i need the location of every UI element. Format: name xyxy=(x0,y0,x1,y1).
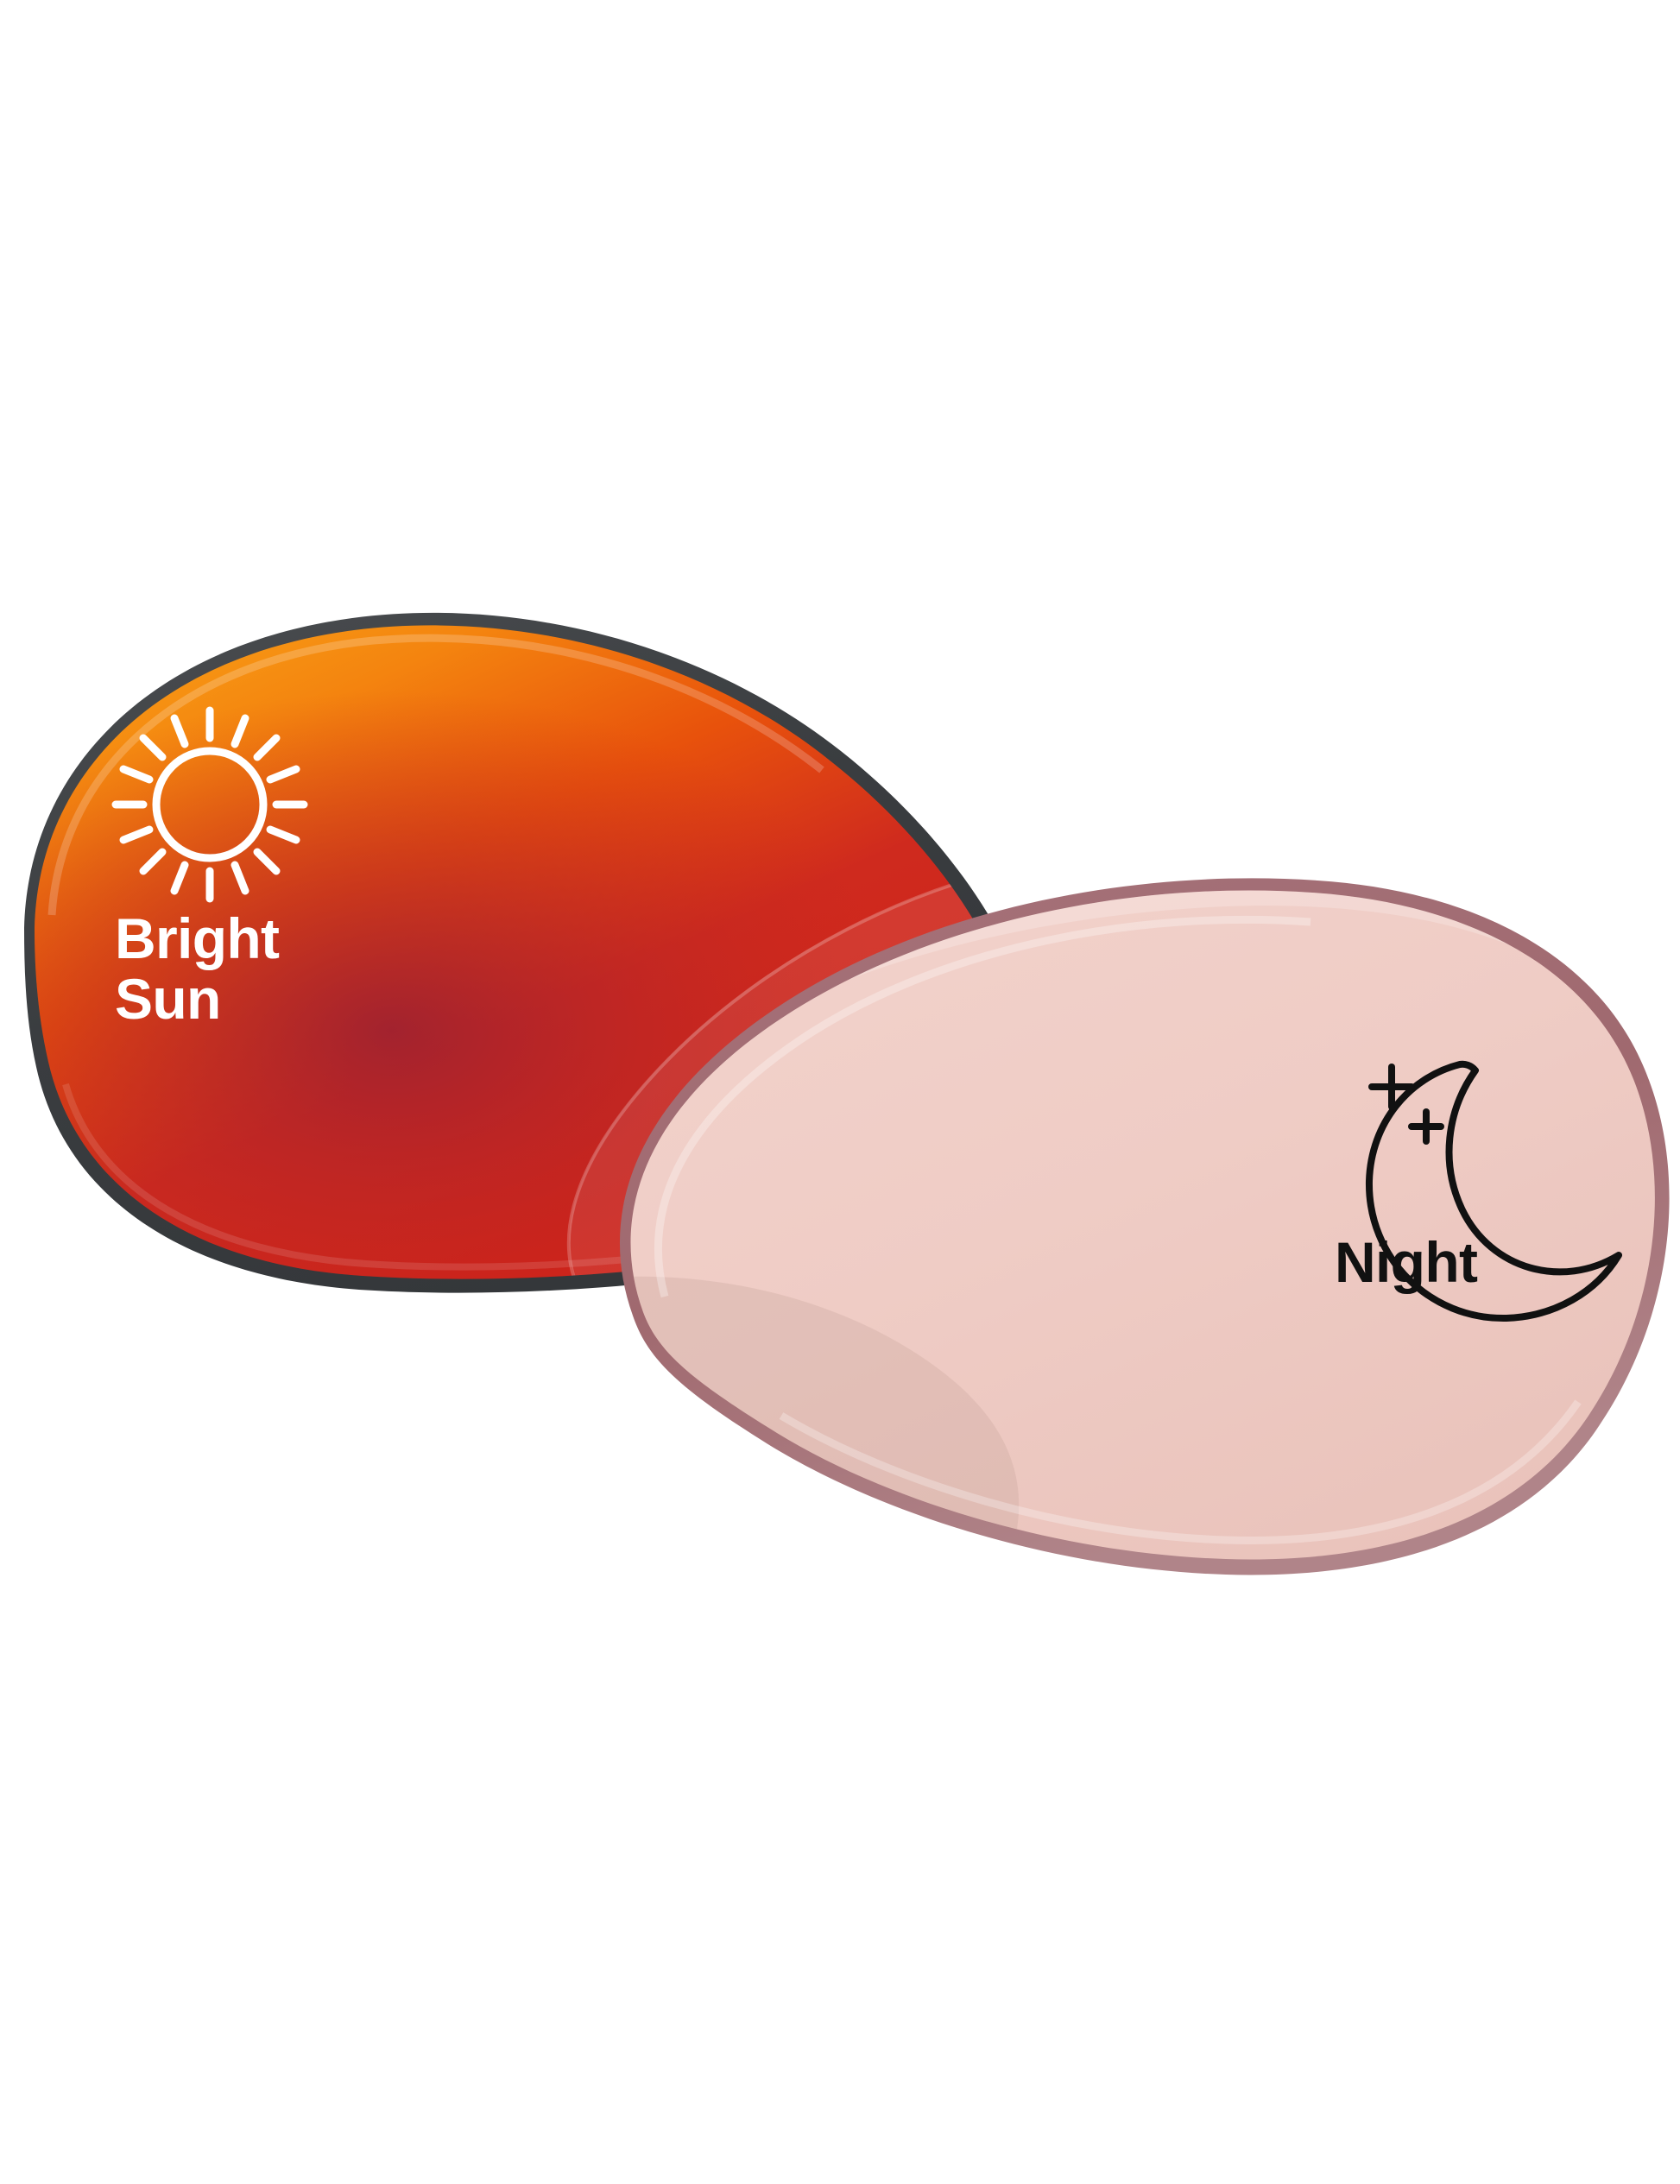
moon-icon xyxy=(1365,1060,1622,1322)
night-label: Night xyxy=(1335,1230,1478,1294)
night-lens xyxy=(619,878,1670,1575)
sun-icon xyxy=(111,706,308,903)
night-lens-fill xyxy=(630,890,1655,1560)
moon-star-small xyxy=(1408,1108,1444,1145)
bright-sun-label: Bright Sun xyxy=(115,906,280,1031)
bright-sun-lens-top-bevel xyxy=(47,634,824,916)
night-lens-bottom-bevel xyxy=(779,1399,1582,1544)
moon-star-large xyxy=(1368,1064,1415,1110)
night-lens-inner-bevel xyxy=(654,915,1311,1298)
bright-sun-lens-gloss-edge xyxy=(566,858,1026,1279)
